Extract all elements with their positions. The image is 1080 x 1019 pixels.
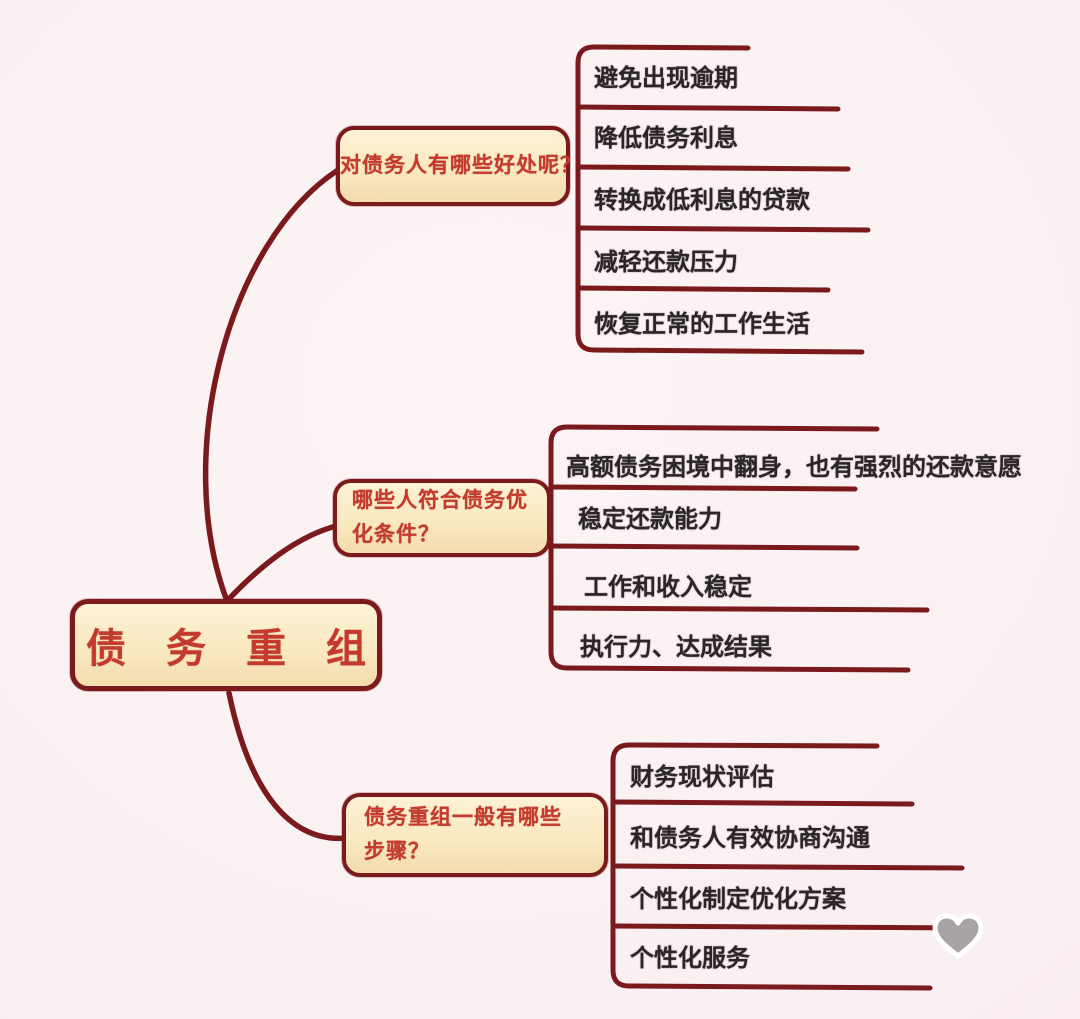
branch-title: 哪些人符合债务优	[352, 489, 528, 512]
heart-icon	[932, 913, 984, 959]
leaf-item: 降低债务利息	[594, 123, 738, 152]
leaf-underline	[610, 923, 971, 931]
leaf-item: 稳定还款能力	[578, 504, 722, 533]
leaf-underline	[575, 225, 871, 233]
leaf-item: 转换成低利息的贷款	[594, 185, 810, 214]
branch-node-eligibility: 哪些人符合债务优 化条件？	[333, 479, 551, 557]
connector-root-to-steps	[226, 690, 350, 842]
branch-title: 步骤？	[364, 840, 430, 863]
branch-benefits-bracket	[575, 44, 865, 355]
leaf-underline	[610, 799, 915, 807]
branch-title: 化条件？	[352, 523, 440, 546]
connector-root-to-benefits	[202, 167, 341, 604]
leaf-underline	[575, 104, 841, 112]
leaf-underline	[610, 863, 965, 871]
leaf-underline	[575, 164, 851, 172]
root-node-label: 债务重组	[86, 627, 406, 671]
branch-title: 对债务人有哪些好处呢？	[340, 154, 582, 177]
leaf-underline	[548, 605, 930, 613]
root-node: 债务重组	[70, 599, 382, 691]
leaf-item: 高额债务困境中翻身，也有强烈的还款意愿	[566, 452, 1022, 481]
connector-root-to-eligibility	[224, 522, 343, 604]
leaf-item: 财务现状评估	[630, 762, 774, 791]
branch-node-steps: 债务重组一般有哪些 步骤？	[342, 793, 608, 877]
leaf-item: 避免出现逾期	[594, 63, 738, 92]
leaf-item: 个性化制定优化方案	[630, 884, 846, 913]
leaf-item: 减轻还款压力	[594, 247, 738, 276]
leaf-item: 执行力、达成结果	[580, 632, 772, 661]
leaf-item: 个性化服务	[630, 943, 750, 972]
leaf-underline	[575, 285, 831, 293]
leaf-item: 恢复正常的工作生活	[594, 309, 810, 338]
leaf-item: 工作和收入稳定	[584, 572, 752, 601]
branch-node-benefits: 对债务人有哪些好处呢？	[336, 126, 582, 206]
branch-title: 债务重组一般有哪些	[364, 806, 562, 829]
leaf-underline	[548, 484, 858, 492]
leaf-underline	[548, 543, 860, 551]
leaf-item: 和债务人有效协商沟通	[630, 823, 870, 852]
